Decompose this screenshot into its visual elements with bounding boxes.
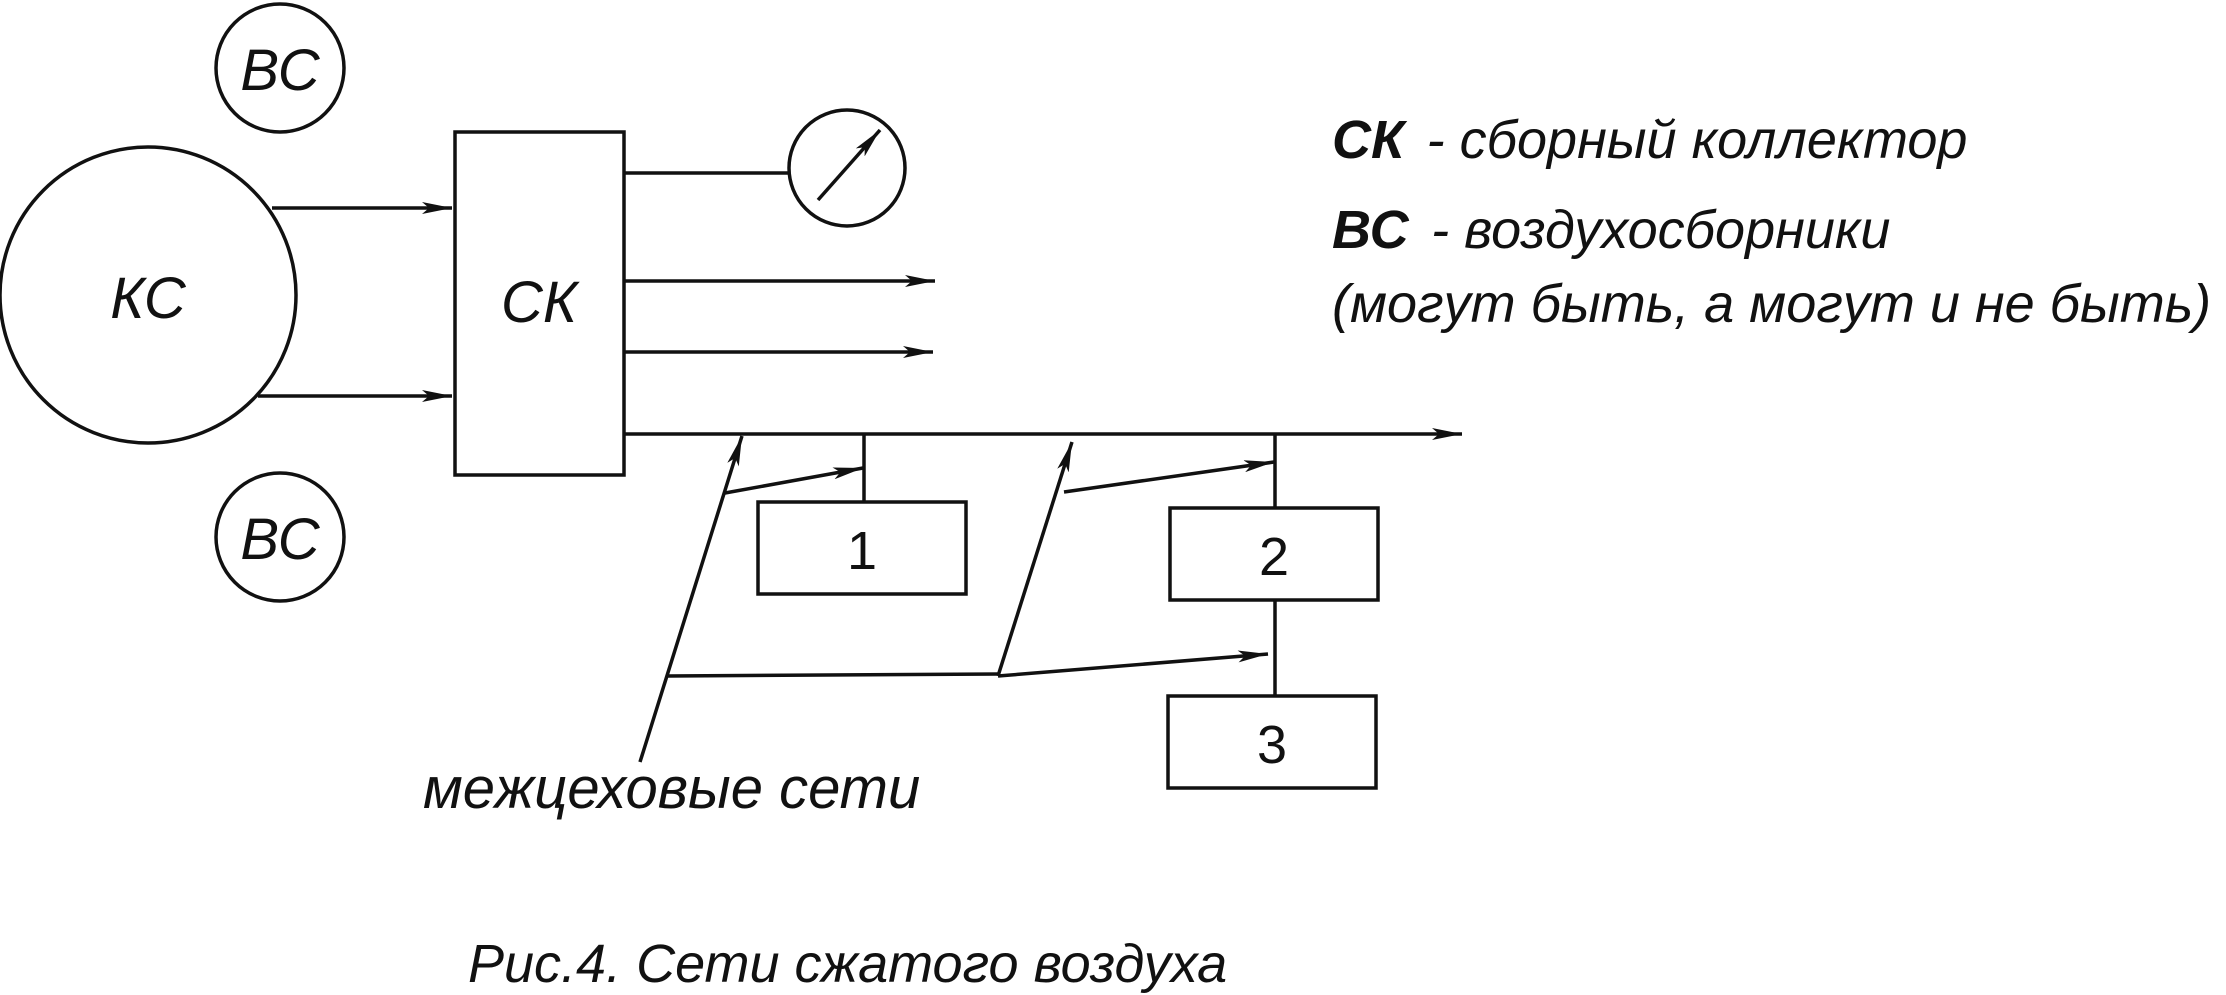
compressor-station: КС: [0, 145, 298, 445]
consumer-3-label: 3: [1257, 715, 1287, 775]
receiver-top-label: ВС: [240, 38, 320, 103]
consumer-3: 3: [1166, 694, 1378, 790]
compressor-label: КС: [110, 266, 187, 331]
legend-abbr-receivers: ВС: [1332, 200, 1410, 260]
legend: СК - сборный коллектор ВС - воздухосборн…: [1332, 110, 2211, 334]
legend-text-collector: - сборный коллектор: [1427, 110, 1968, 170]
legend-item-receivers: ВС - воздухосборники: [1332, 200, 1890, 260]
legend-text-receivers: - воздухосборники: [1431, 200, 1890, 260]
consumer-2-label: 2: [1259, 527, 1289, 587]
network-label: межцеховые сети: [423, 756, 920, 821]
consumer-1: 1: [756, 500, 968, 596]
legend-item-collector: СК - сборный коллектор: [1332, 110, 1967, 170]
receiver-bottom: ВС: [214, 471, 346, 603]
consumer-1-label: 1: [847, 521, 877, 581]
pressure-gauge-icon: [787, 108, 907, 228]
legend-abbr-collector: СК: [1332, 110, 1408, 170]
figure-caption: Рис.4. Сети сжатого воздуха: [468, 934, 1227, 994]
collector: СК: [453, 130, 626, 477]
collector-label: СК: [501, 270, 580, 335]
consumer-2: 2: [1168, 506, 1380, 602]
legend-note: (могут быть, а могут и не быть): [1332, 274, 2211, 334]
receiver-top: ВС: [214, 2, 346, 134]
receiver-bottom-label: ВС: [240, 507, 320, 572]
inter-shop-network-lines: [638, 435, 1275, 763]
